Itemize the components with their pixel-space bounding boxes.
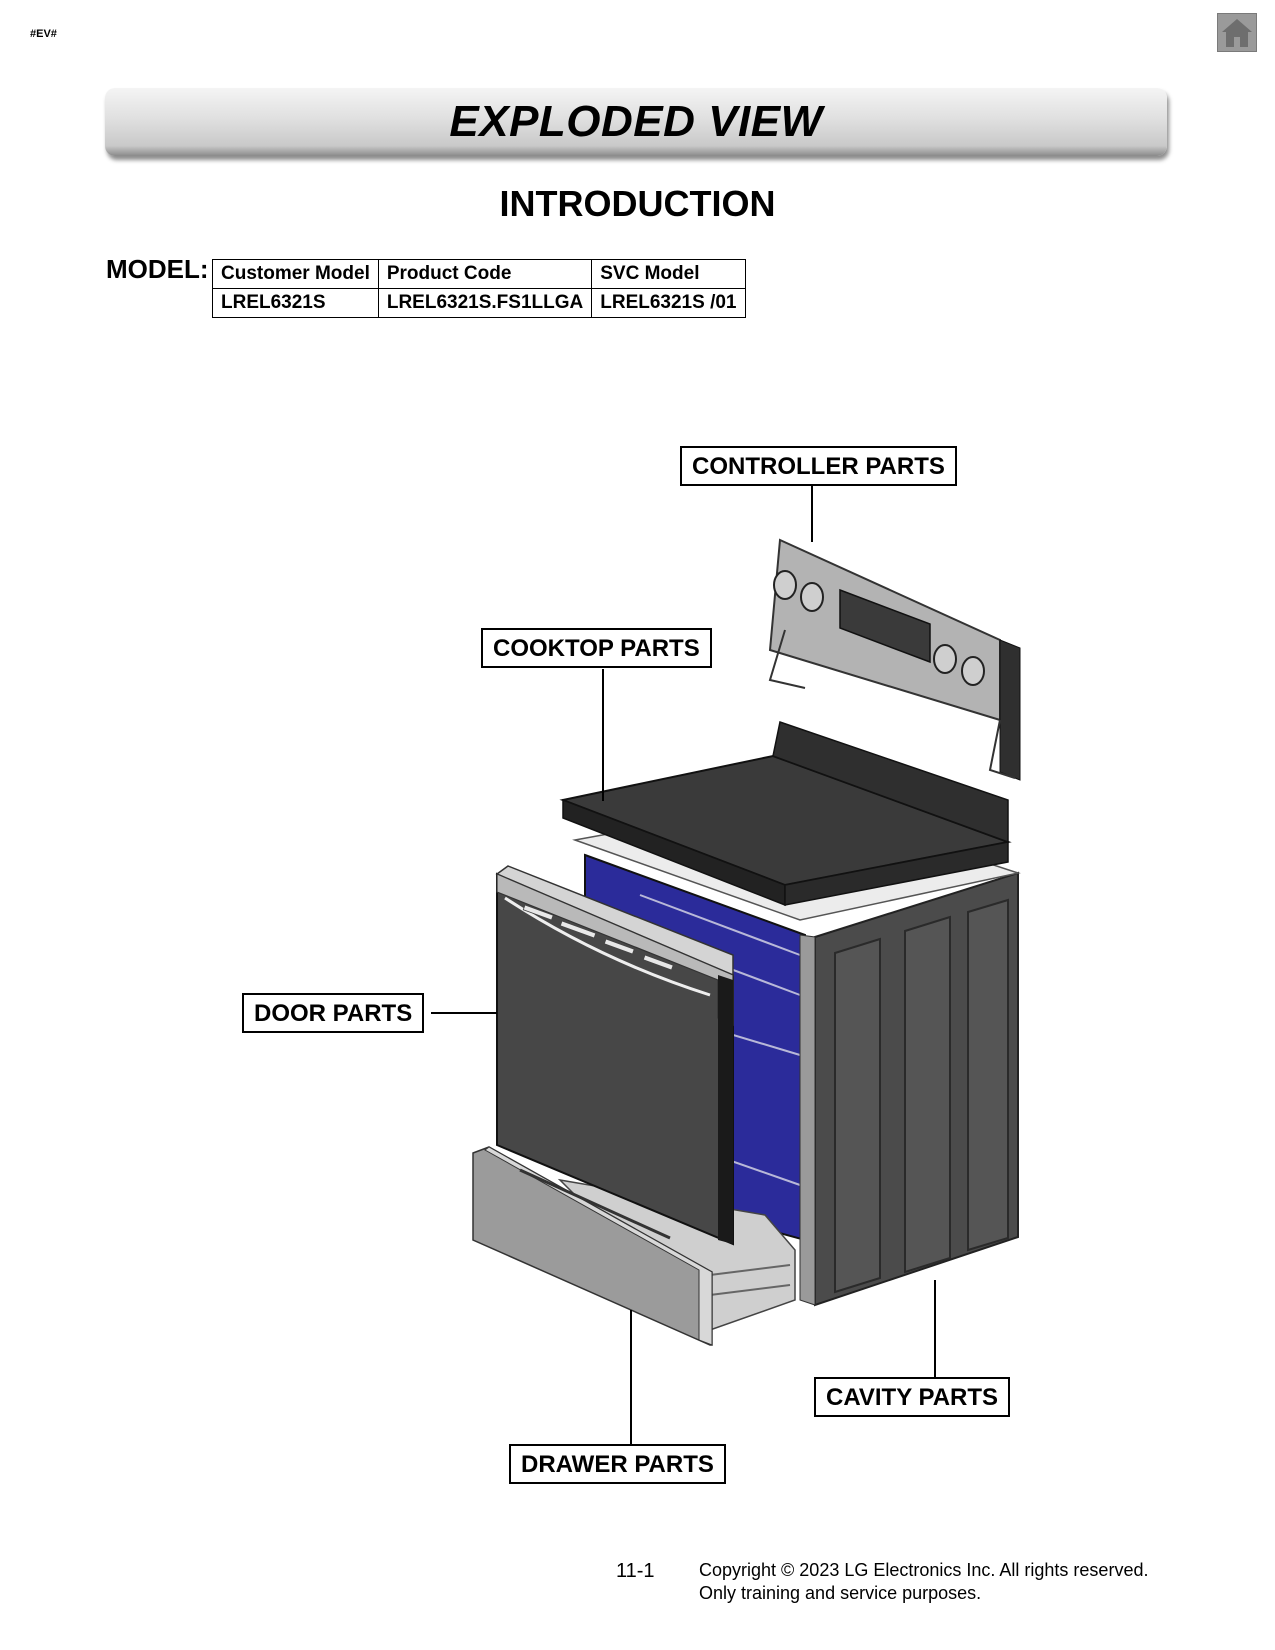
leader-line: [630, 1310, 632, 1444]
title-banner: EXPLODED VIEW: [105, 88, 1167, 156]
home-icon: [1222, 19, 1252, 47]
leader-line: [811, 485, 813, 542]
table-row: LREL6321S LREL6321S.FS1LLGA LREL6321S /0…: [212, 288, 746, 318]
table-header-row: Customer Model Product Code SVC Model: [212, 259, 746, 289]
table-header: Product Code: [377, 259, 593, 289]
page-tag: #EV#: [30, 28, 57, 40]
model-table: Customer Model Product Code SVC Model LR…: [212, 259, 746, 318]
table-cell: LREL6321S.FS1LLGA: [377, 288, 593, 318]
usage-note: Only training and service purposes.: [699, 1583, 982, 1603]
model-label: MODEL:: [106, 254, 209, 284]
table-cell: LREL6321S /01: [591, 288, 746, 318]
copyright-notice: Copyright © 2023 LG Electronics Inc. All…: [699, 1559, 1148, 1605]
table-header: Customer Model: [212, 259, 379, 289]
callout-door-parts[interactable]: DOOR PARTS: [242, 993, 425, 1033]
page-number: 11-1: [616, 1560, 655, 1582]
leader-line: [602, 669, 604, 801]
leader-line: [431, 1012, 497, 1014]
callout-drawer-parts[interactable]: DRAWER PARTS: [509, 1444, 726, 1484]
callout-cooktop-parts[interactable]: COOKTOP PARTS: [481, 628, 712, 668]
section-title: INTRODUCTION: [499, 183, 776, 224]
copyright-text: Copyright © 2023 LG Electronics Inc. All…: [699, 1560, 1149, 1580]
banner-title: EXPLODED VIEW: [449, 97, 823, 146]
callout-cavity-parts[interactable]: CAVITY PARTS: [814, 1377, 1011, 1417]
home-button[interactable]: [1217, 13, 1257, 52]
callout-controller-parts[interactable]: CONTROLLER PARTS: [680, 446, 957, 486]
leader-line: [934, 1280, 936, 1378]
table-cell: LREL6321S: [212, 288, 379, 318]
table-header: SVC Model: [591, 259, 746, 289]
